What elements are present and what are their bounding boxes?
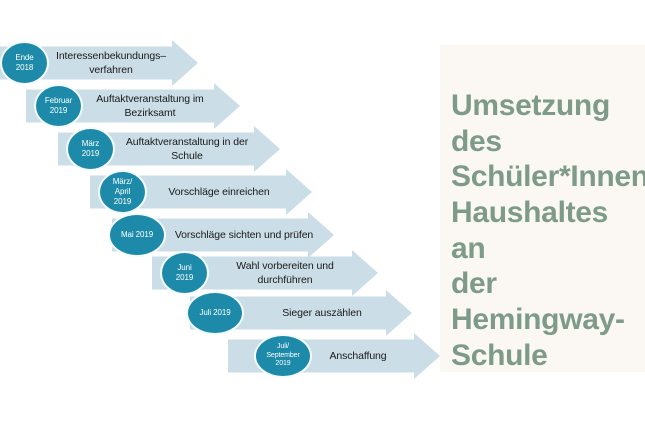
- title-panel: Umsetzung des Schüler*Innen Haushaltes a…: [440, 45, 645, 372]
- timeline-step[interactable]: Auftaktveranstaltung in der Schule März …: [58, 126, 280, 172]
- step-label: Wahl vorbereiten und durchführen: [236, 259, 334, 286]
- timeline-step[interactable]: Vorschläge sichten und prüfen Mai 2019: [108, 212, 334, 258]
- step-date-badge: Juli/ September 2019: [254, 334, 312, 378]
- timeline-step[interactable]: Anschaffung Juli/ September 2019: [228, 333, 440, 379]
- step-label: Interessenbekundungs– verfahren: [56, 49, 166, 76]
- step-date-badge: März/ April 2019: [98, 170, 147, 214]
- step-label: Vorschläge einreichen: [168, 185, 270, 198]
- step-date-badge: Ende 2018: [0, 41, 49, 85]
- step-date-badge: Februar 2019: [34, 84, 83, 128]
- step-date-badge: Mai 2019: [108, 213, 166, 257]
- timeline-step[interactable]: Sieger auszählen Juli 2019: [186, 290, 412, 336]
- timeline-diagram: Interessenbekundungs– verfahren Ende 201…: [0, 0, 445, 430]
- step-date-badge: Juli 2019: [186, 291, 244, 335]
- page-title: Umsetzung des Schüler*Innen Haushaltes a…: [451, 89, 645, 372]
- step-date-badge: Juni 2019: [160, 251, 209, 295]
- step-label: Sieger auszählen: [282, 306, 362, 319]
- step-label: Auftaktveranstaltung im Bezirksamt: [96, 92, 204, 119]
- timeline-step[interactable]: Vorschläge einreichen März/ April 2019: [90, 169, 312, 215]
- timeline-step[interactable]: Auftaktveranstaltung im Bezirksamt Febru…: [26, 83, 240, 129]
- step-label: Anschaffung: [329, 349, 387, 362]
- timeline-step[interactable]: Interessenbekundungs– verfahren Ende 201…: [0, 40, 198, 86]
- step-date-badge: März 2019: [66, 127, 115, 171]
- step-label: Auftaktveranstaltung in der Schule: [125, 135, 249, 162]
- timeline-step[interactable]: Wahl vorbereiten und durchführen Juni 20…: [152, 250, 378, 296]
- step-label: Vorschläge sichten und prüfen: [174, 228, 314, 241]
